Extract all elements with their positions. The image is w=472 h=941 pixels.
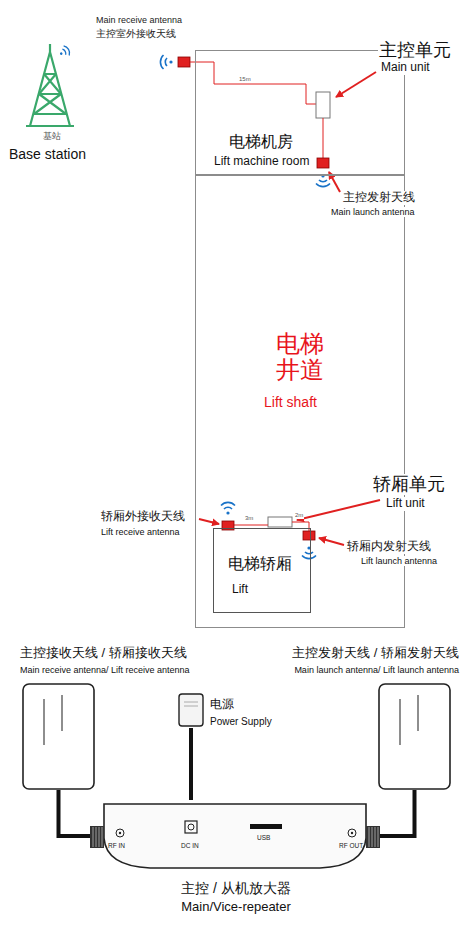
antenna-panel-outline [378,683,451,790]
repeater-box-outline [90,800,380,872]
node-text: Lift machine room [214,155,309,169]
lift-launch-antenna [302,531,316,559]
node-title: 主控发射天线 / 轿厢发射天线 [292,646,459,661]
node-text: Power Supply [210,716,272,728]
node-text: Lift [232,583,248,597]
callout-label: Base station [8,146,87,162]
coax-cable [189,728,193,800]
coax-cable [380,790,415,836]
machine-room: 电梯机房 Lift machine room [195,50,405,175]
caption-text: Main/Vice-repeater [0,900,472,915]
callout-label: Main launch antenna [330,207,416,217]
antenna-panel: 主控接收天线 / 轿厢接收天线Main receive antenna/ Lif… [22,683,95,790]
lift-car: 电梯轿厢 Lift [213,528,311,613]
node-text: USB [257,834,270,841]
cable-length: 3m [244,515,254,522]
cable-length: 15m [238,76,252,83]
node-text: Lift shaft [264,394,317,410]
callout-label: Lift receive antenna [100,527,181,537]
signal-icon [57,45,71,60]
lift-receive-antenna [221,502,235,530]
node-text: Main receive antenna/ Lift receive anten… [20,665,190,675]
callout-label: 基站 [42,131,62,141]
power-adapter: 电源Power Supply [176,692,206,728]
caption-text: 主控 / 从机放大器 [0,880,472,896]
node-title: RF IN [108,842,125,849]
feeder-cable [234,522,309,531]
callout-label: Lift launch antenna [360,556,438,566]
node-title: 主控接收天线 / 轿厢接收天线 [20,646,187,661]
feeder-cable [323,118,324,158]
power-adapter-outline [176,692,206,728]
main-launch-antenna [316,158,330,187]
callout-label: 主控室外接收天线 [95,28,177,40]
main-unit-box [316,92,330,118]
callout-label: 轿厢单元 [372,474,446,495]
main-receive-antenna [160,55,190,69]
lift-shaft: 电梯井道 Lift shaft 电梯轿厢 Lift [195,175,405,628]
pointer-arrows [199,72,380,545]
repeater-box: RF IN DC IN USB RF OUT [90,800,380,872]
node-text: Main launch antenna/ Lift launch antenna [294,665,459,675]
node-text: RF OUT [339,842,363,849]
callout-label: 轿厢外接收天线 [100,510,186,524]
callout-label: Lift unit [385,497,426,511]
callout-label: Main unit [380,61,431,75]
coax-cable [59,790,91,836]
node-title: 电源 [210,698,234,712]
cable-length: 2m [294,512,304,519]
node-text: DC IN [181,842,199,849]
node-title: 电梯机房 [229,133,293,151]
antenna-panel: 主控发射天线 / 轿厢发射天线Main launch antenna/ Lift… [378,683,451,790]
callout-label: Main receive antenna [95,15,183,25]
lift-unit-box [268,517,292,527]
base-station-tower [26,44,74,126]
node-title: 电梯轿厢 [228,555,292,573]
feeder-cable [190,62,316,104]
antenna-panel-outline [22,683,95,790]
node-title: 电梯井道 [274,331,327,384]
callout-label: 轿厢内发射天线 [346,540,432,554]
